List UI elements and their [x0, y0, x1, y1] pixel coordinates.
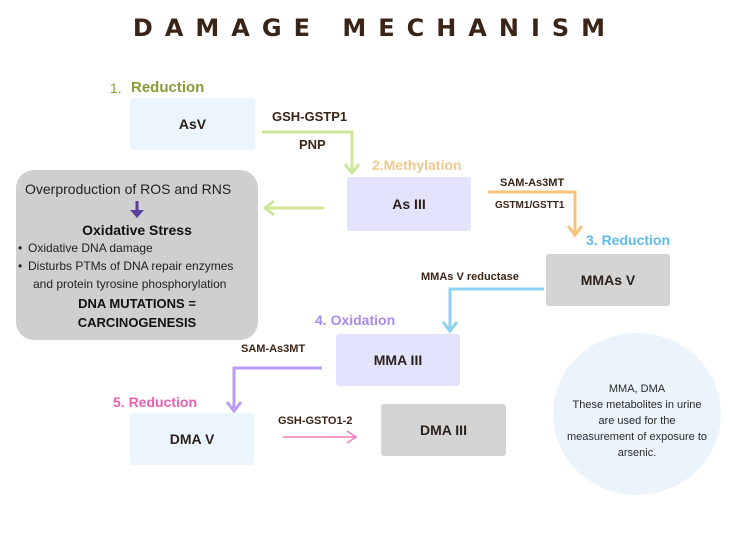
note-line-2: These metabolites in urine: [572, 399, 702, 411]
compound-mmas5-label: MMAs V: [580, 272, 636, 288]
compound-dma3: DMA III: [381, 404, 506, 456]
step-5-label: 5. Reduction: [113, 394, 198, 410]
enzyme-gsh-gstp1: GSH-GSTP1: [272, 109, 348, 124]
arrowhead-to-panel: [262, 199, 275, 217]
page-title: DAMAGE MECHANISM: [132, 14, 618, 42]
compound-asv-label: AsV: [178, 116, 207, 132]
arrowhead-reduction-1: [343, 163, 361, 176]
compound-mmas5: MMAs V: [546, 254, 670, 306]
step-1-label: Reduction: [131, 79, 205, 96]
enzyme-gstm1-gstt1: GSTM1/GSTT1: [495, 200, 565, 211]
panel-ros-rns: Overproduction of ROS and RNS: [25, 181, 232, 197]
compound-dma5: DMA V: [130, 413, 254, 465]
panel-bullet-1-text: Oxidative DNA damage: [28, 241, 153, 255]
note-line-4: measurement of exposure to: [566, 431, 708, 443]
compound-asv: AsV: [130, 98, 255, 150]
arrow-reduction-3: [448, 287, 544, 328]
enzyme-mmas-v-reductase: MMAs V reductase: [421, 271, 519, 283]
note-line-5: arsenic.: [617, 447, 657, 459]
compound-as3-label: As III: [392, 196, 426, 212]
compound-dma3-label: DMA III: [420, 422, 467, 438]
enzyme-gsh-gsto1-2: GSH-GSTO1-2: [278, 415, 353, 427]
enzyme-sam-as3mt-1: SAM-As3MT: [500, 177, 565, 189]
compound-dma5-label: DMA V: [169, 431, 215, 447]
panel-bullet-2-cont: and protein tyrosine phosphorylation: [33, 277, 227, 291]
down-arrow-icon: [130, 201, 144, 218]
arrow-methylation: [488, 190, 577, 232]
arrowhead-reduction-3: [441, 321, 459, 334]
arrow-oxidation: [232, 366, 322, 408]
arrowhead-reduction-5: [346, 430, 358, 444]
urine-note-circle: [553, 333, 721, 495]
panel-carcinogenesis: CARCINOGENESIS: [77, 315, 197, 330]
step-4-label: 4. Oxidation: [315, 312, 396, 328]
compound-mma3-label: MMA III: [373, 352, 423, 368]
enzyme-pnp: PNP: [299, 137, 326, 152]
panel-bullet-2-text: Disturbs PTMs of DNA repair enzymes: [28, 259, 234, 273]
compound-as3: As III: [347, 177, 471, 231]
panel-bullet-2: Disturbs PTMs of DNA repair enzymes: [18, 259, 233, 273]
arrow-reduction-1: [262, 130, 354, 170]
panel-dna-mutations: DNA MUTATIONS =: [78, 296, 196, 311]
step-3-label: 3. Reduction: [586, 232, 671, 248]
arrowhead-methylation: [566, 225, 584, 238]
enzyme-sam-as3mt-2: SAM-As3MT: [241, 343, 306, 355]
step-1-number: 1.: [110, 80, 122, 96]
urine-note-text: MMA, DMA These metabolites in urine are …: [553, 381, 721, 461]
panel-bullet-1: Oxidative DNA damage: [18, 241, 153, 255]
oxidative-stress-panel: [16, 170, 258, 340]
arrowhead-oxidation: [225, 401, 243, 414]
note-line-1: MMA, DMA: [608, 383, 666, 395]
note-line-3: are used for the: [598, 415, 676, 427]
step-2-label: 2.Methylation: [372, 157, 462, 173]
compound-mma3: MMA III: [336, 334, 460, 386]
panel-oxidative-stress: Oxidative Stress: [82, 222, 192, 238]
